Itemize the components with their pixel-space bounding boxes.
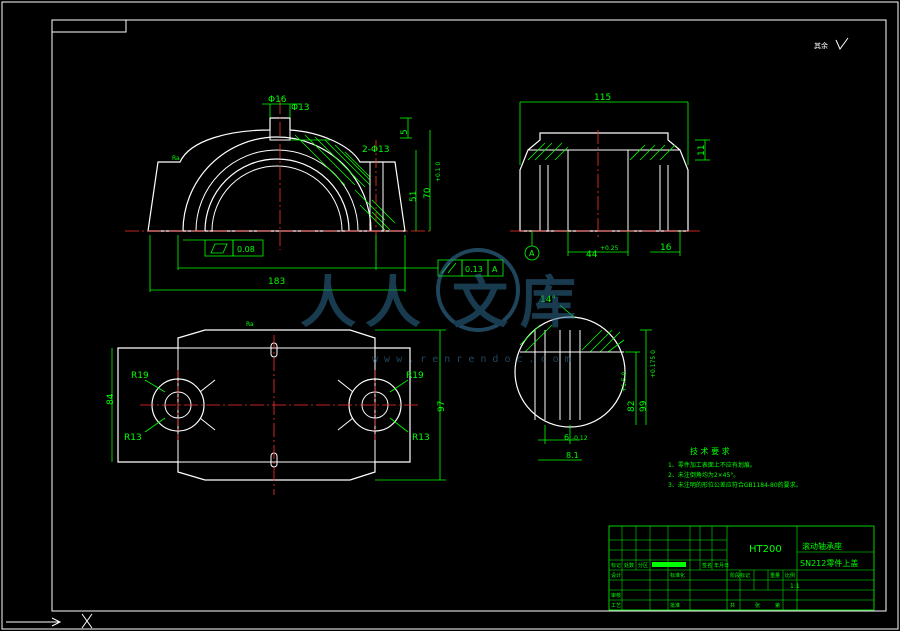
title-block: HT200 滚动轴承座 SN212零件上盖 1:1 标记 处数 分区 签名 年月…: [608, 525, 875, 611]
side-view: 115 11 44 +0.25 16 A: [510, 93, 710, 261]
bore-inner-arc: [211, 165, 343, 232]
dim-d13: Φ13: [291, 103, 310, 113]
detail-view: 14° 82 99 +0.175 0 +1.5 0 6 -0.12 8.1: [514, 295, 657, 461]
label-approve: 批准: [670, 602, 680, 609]
tech-item-3: 3、未注明的形位公差应符合GB1184-80的要求。: [668, 481, 802, 489]
dim-r19a: R19: [131, 371, 149, 381]
dim-h70-tol: +0.1 0: [435, 162, 442, 182]
dim-h82: 82: [627, 401, 637, 412]
parallel-datum: A: [492, 265, 498, 274]
label-sheet-no: 第: [775, 602, 780, 609]
parallel-value: 0.13: [465, 265, 483, 274]
dim-h51: 51: [409, 191, 419, 202]
tech-title: 技 术 要 求: [690, 446, 730, 456]
top-note: 其余: [814, 41, 828, 50]
tech-requirements: 技 术 要 求 1、零件加工表面上不应有划痕。 2、未注倒角均为2×45°。 3…: [668, 446, 802, 489]
dim-angle14: 14°: [540, 295, 556, 305]
dim-w183: 183: [268, 277, 285, 287]
dim-r13b: R13: [412, 433, 430, 443]
side-outline: [519, 132, 689, 232]
dim-w81: 8.1: [566, 451, 579, 460]
detail-hatch: [519, 324, 625, 353]
top-view: 84 97 R19 R19 R13 R13 Ra: [106, 321, 447, 495]
side-hatch: [527, 142, 676, 161]
front-dims: [149, 103, 438, 292]
watermark-circle: [436, 248, 520, 332]
label-ratio: 比例: [785, 572, 795, 579]
dim-w44: 44: [586, 250, 598, 260]
label-review: 审核: [611, 592, 621, 599]
roughness-top: Ra: [246, 321, 254, 328]
scale-value: 1:1: [790, 583, 800, 590]
dim-r13a: R13: [124, 433, 142, 443]
dim-r19b: R19: [406, 371, 424, 381]
dim-d16: Φ16: [268, 95, 287, 105]
label-sheet: 张: [755, 602, 760, 609]
dim-h97: 97: [437, 401, 447, 412]
roughness-front: Ra: [172, 155, 180, 162]
label-design: 设计: [611, 572, 621, 579]
label-sheet-total: 共: [730, 602, 735, 609]
flatness-value: 0.08: [237, 245, 255, 254]
label-count: 处数: [624, 562, 634, 569]
dim-hole2: 2-Φ13: [362, 145, 390, 155]
dim-w115: 115: [594, 93, 611, 103]
tech-item-1: 1、零件加工表面上不应有划痕。: [668, 461, 756, 469]
dim-tol-15: +1.5 0: [621, 372, 628, 392]
dim-w16: 16: [660, 243, 672, 253]
front-outline: [147, 117, 406, 232]
dim-h84: 84: [106, 393, 116, 405]
dim-w44-tol: +0.25: [600, 245, 619, 252]
datum-circle: [524, 245, 540, 261]
dim-5: 5: [400, 129, 410, 135]
dim-w6-tol: -0.12: [572, 435, 588, 442]
front-view: Φ16 Φ13 5 2-Φ13 70 +0.1 0 51 183 Ra 0.08…: [125, 95, 504, 292]
watermark-char-1: 人: [300, 271, 356, 336]
dim-w6: 6: [564, 433, 569, 442]
label-zone: 分区: [638, 562, 648, 569]
dim-h99: 99: [639, 400, 649, 412]
watermark: 人 人 文 库 w w w . r e n r e n d o c . c o …: [300, 248, 576, 365]
roughness-symbol: [835, 37, 849, 50]
groove-arc: [195, 149, 359, 232]
label-sign: 签名: [702, 562, 712, 569]
label-date: 年月日: [714, 562, 729, 569]
bore-arc: [204, 158, 350, 232]
part-name-1: 滚动轴承座: [802, 541, 842, 551]
watermark-char-2: 人: [365, 271, 421, 336]
label-stage: 阶段标记: [730, 572, 750, 579]
dim-h70: 70: [423, 187, 433, 199]
label-process: 工艺: [611, 603, 621, 609]
label-standardize: 标准化: [670, 572, 685, 579]
dim-h11: 11: [697, 145, 707, 156]
label-mark: 标记: [611, 562, 621, 569]
part-name-2: SN212零件上盖: [800, 558, 858, 568]
tech-item-2: 2、未注倒角均为2×45°。: [668, 471, 739, 479]
outer-arc: [182, 136, 372, 232]
ucs-icon: [6, 613, 93, 629]
corner-box: [51, 19, 127, 33]
inner-frame: [51, 19, 887, 612]
watermark-char-4: 库: [520, 271, 576, 336]
datum-label: A: [529, 249, 535, 258]
watermark-char-3: 文: [452, 271, 508, 336]
material: HT200: [749, 544, 782, 555]
dim-tol-175: +0.175 0: [650, 350, 657, 378]
watermark-url: w w w . r e n r e n d o c . c o m: [372, 354, 571, 365]
title-bar: [652, 562, 686, 567]
label-weight: 重量: [770, 572, 780, 579]
tolerance-flatness: 0.08: [204, 239, 264, 257]
